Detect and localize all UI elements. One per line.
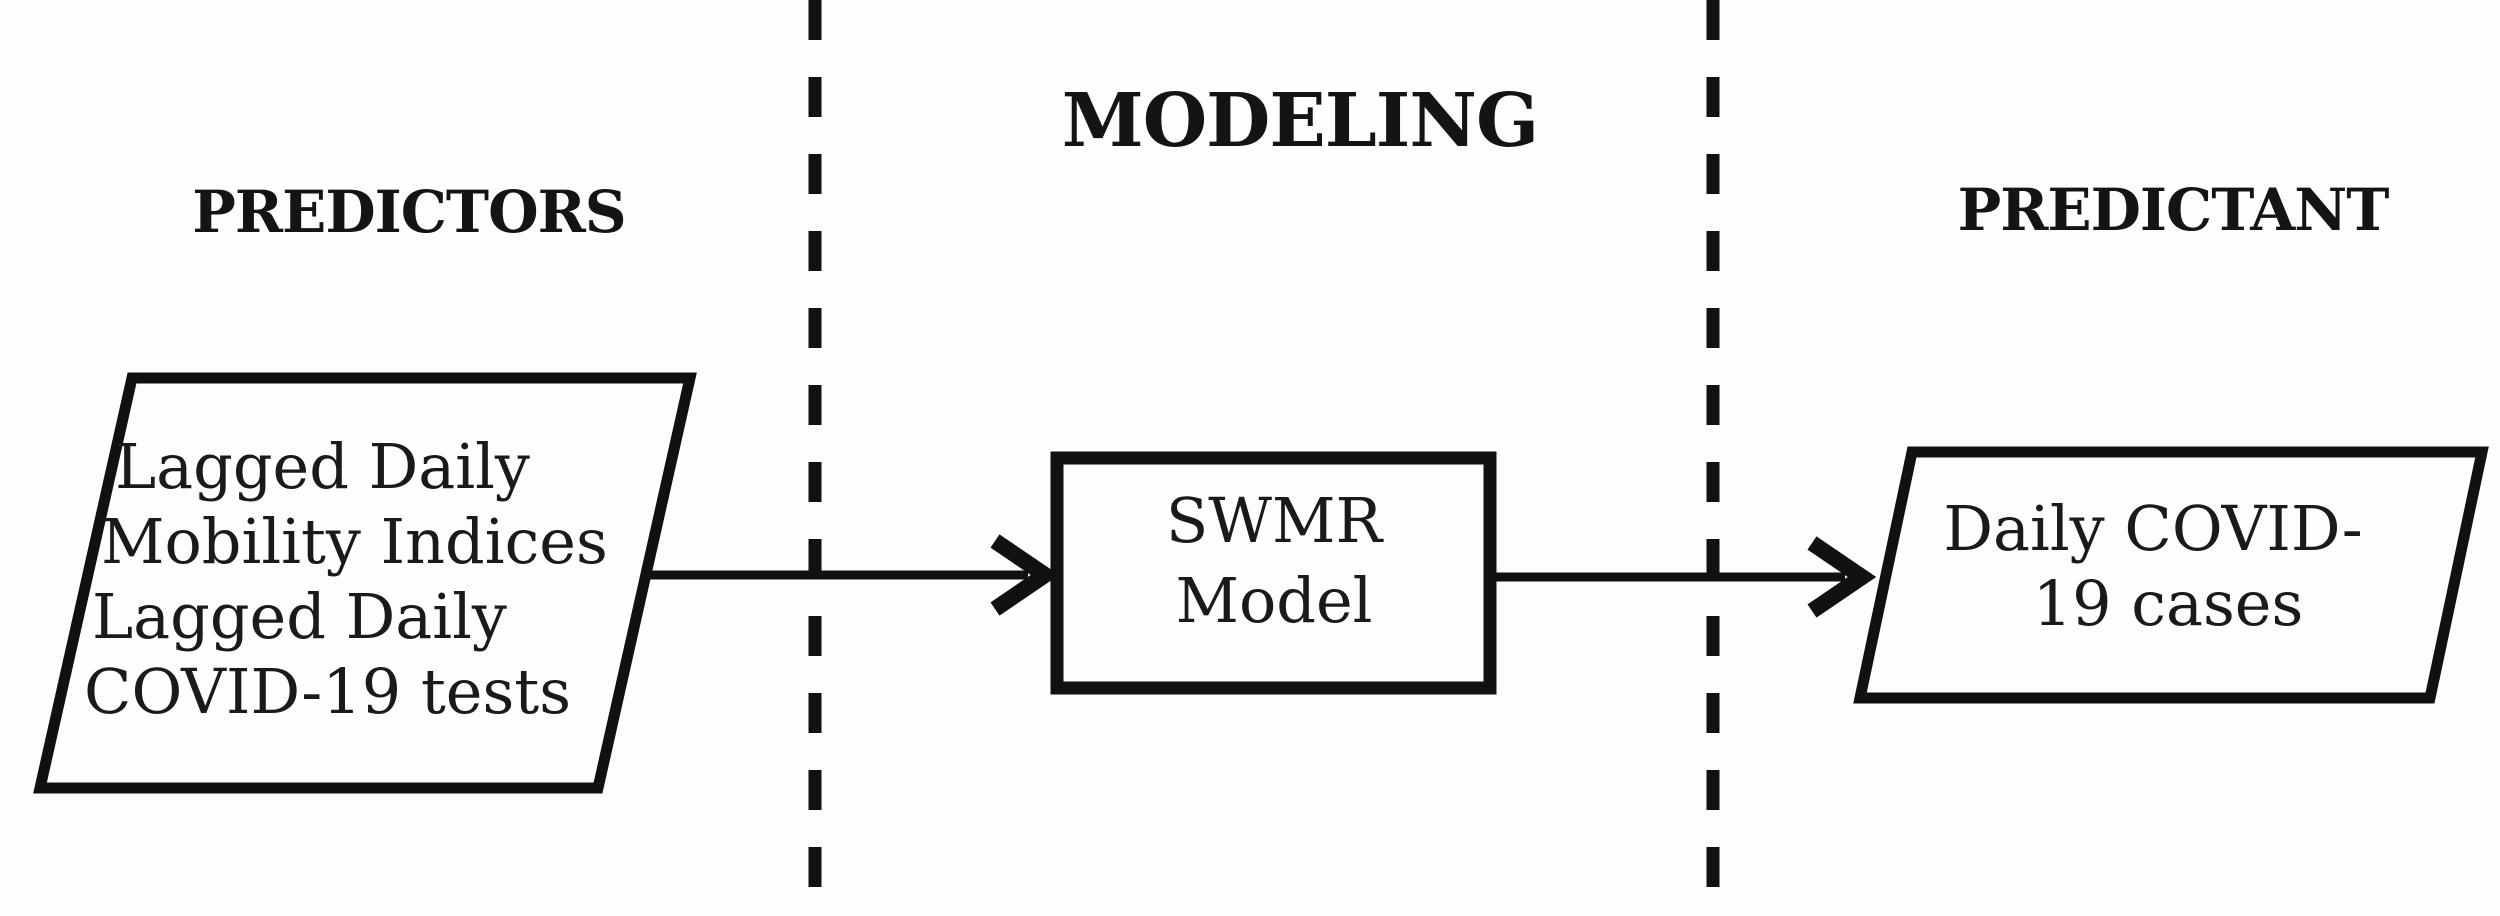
predictant-section-title: PREDICTANT <box>1957 176 2390 244</box>
predictors-node-line-3: Lagged Daily <box>92 580 507 653</box>
predictors-section-title: PREDICTORS <box>192 178 626 246</box>
model-node-line-1: SWMR <box>1165 484 1383 557</box>
arrow-predictors-to-model-head-icon <box>990 534 1060 616</box>
model-node-line-2: Model <box>1175 564 1373 637</box>
predictors-node-line-2: Mobility Indices <box>101 505 608 578</box>
predictant-node-line-1: Daily COVID- <box>1943 492 2363 565</box>
predictors-parallelogram <box>33 372 697 794</box>
predictors-node-line-4: COVID-19 tests <box>84 655 572 728</box>
modeling-section-title: MODELING <box>1061 78 1539 164</box>
arrow-model-to-predictant-head-icon <box>1807 536 1877 618</box>
predictors-node-line-1: Lagged Daily <box>115 430 530 503</box>
predictant-parallelogram <box>1853 446 2489 704</box>
predictant-node-line-2: 19 cases <box>2032 567 2304 640</box>
